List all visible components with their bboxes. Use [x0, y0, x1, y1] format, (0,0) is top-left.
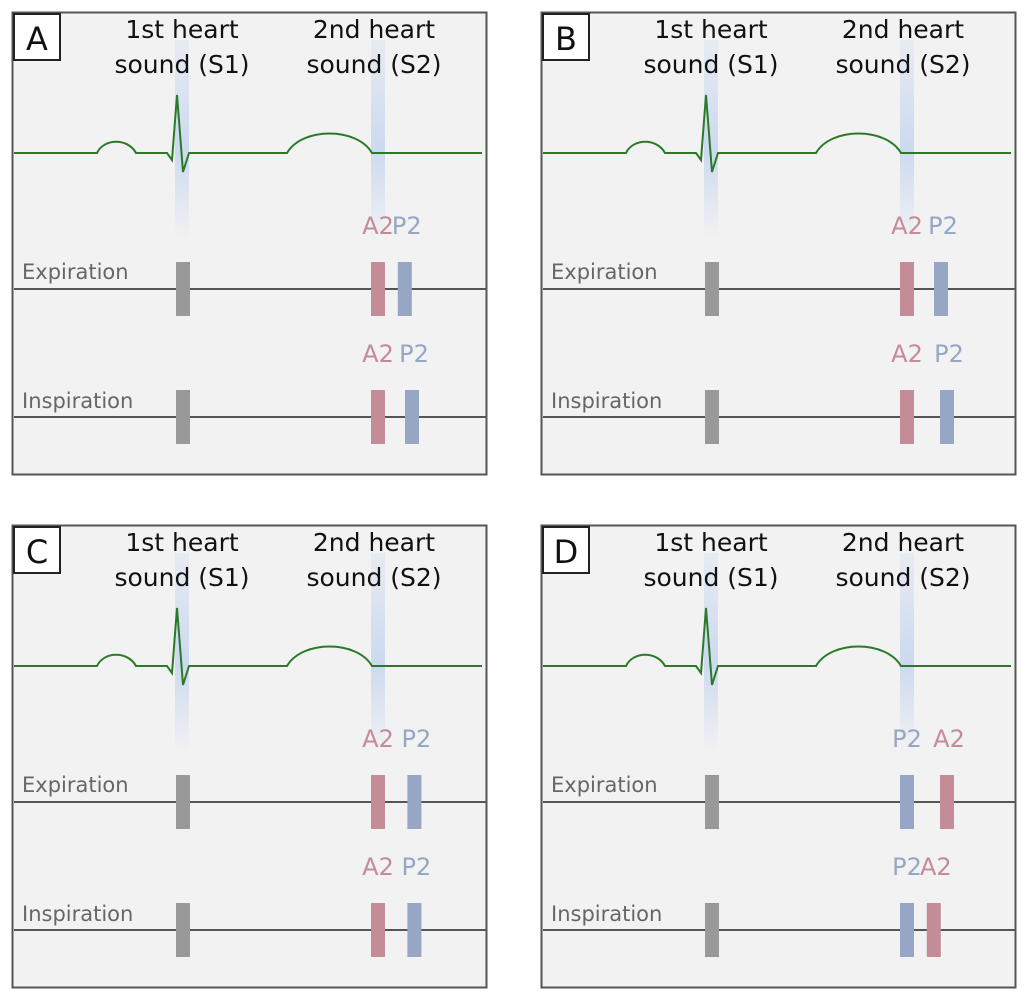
inspiration-p2-bar	[900, 903, 914, 957]
panel-letter-box	[13, 526, 61, 574]
s2-label-line1: 2nd heart	[313, 528, 435, 557]
inspiration-s1-bar	[176, 390, 190, 444]
inspiration-label: Inspiration	[22, 389, 133, 413]
panel-a: A 1st heart sound (S1) 2nd heart sound (S2) E…	[11, 11, 488, 476]
expiration-p2-bar	[934, 262, 948, 316]
s1-label-line2: sound (S1)	[114, 50, 249, 79]
s2-highlight-column	[900, 553, 914, 753]
inspiration-s1-bar	[705, 390, 719, 444]
inspiration-s1-bar	[176, 903, 190, 957]
inspiration-s1-bar	[705, 903, 719, 957]
expiration-p2-bar	[397, 262, 412, 316]
s2-label-line2: sound (S2)	[306, 50, 441, 79]
s2-label-line2: sound (S2)	[835, 563, 970, 592]
expiration-a2-label: A2	[933, 725, 965, 753]
s1-label-line1: 1st heart	[125, 528, 239, 557]
expiration-p2-label: P2	[392, 212, 422, 240]
inspiration-p2-label: P2	[934, 340, 964, 368]
expiration-p2-label: P2	[402, 725, 432, 753]
expiration-label: Expiration	[551, 773, 658, 797]
expiration-a2-bar	[371, 262, 385, 316]
panel-letter: C	[26, 533, 48, 571]
s2-highlight-column	[371, 553, 385, 753]
inspiration-p2-bar	[405, 390, 419, 444]
inspiration-p2-bar	[940, 390, 954, 444]
expiration-p2-bar	[407, 775, 422, 829]
expiration-s1-bar	[176, 775, 190, 829]
inspiration-a2-bar	[371, 390, 385, 444]
ecg-trace	[14, 94, 482, 173]
inspiration-p2-label: P2	[402, 853, 432, 881]
panel-b: B 1st heart sound (S1) 2nd heart sound (S2) E…	[540, 11, 1017, 476]
inspiration-p2-label: P2	[399, 340, 429, 368]
s2-label-line2: sound (S2)	[835, 50, 970, 79]
inspiration-label: Inspiration	[22, 902, 133, 926]
expiration-p2-label: P2	[892, 725, 922, 753]
expiration-label: Expiration	[22, 773, 129, 797]
expiration-p2-label: P2	[928, 212, 958, 240]
ecg-trace	[14, 607, 482, 686]
s1-label-line2: sound (S1)	[643, 50, 778, 79]
s1-highlight-column	[175, 553, 189, 753]
expiration-a2-label: A2	[891, 212, 923, 240]
panel-letter: B	[555, 20, 577, 58]
inspiration-label: Inspiration	[551, 902, 662, 926]
s1-label-line1: 1st heart	[125, 15, 239, 44]
panels-container: A 1st heart sound (S1) 2nd heart sound (S2) E…	[11, 11, 1017, 989]
inspiration-p2-bar	[407, 903, 422, 957]
inspiration-label: Inspiration	[551, 389, 662, 413]
s1-label-line2: sound (S1)	[643, 563, 778, 592]
panel-letter: D	[554, 533, 579, 571]
s1-highlight-column	[175, 40, 189, 240]
ecg-trace	[543, 94, 1011, 173]
panel-letter-box	[542, 13, 590, 61]
inspiration-a2-label: A2	[362, 340, 394, 368]
s2-label-line1: 2nd heart	[842, 528, 964, 557]
panel-letter: A	[26, 20, 48, 58]
inspiration-a2-label: A2	[362, 853, 394, 881]
expiration-a2-bar	[940, 775, 954, 829]
expiration-s1-bar	[705, 262, 719, 316]
expiration-p2-bar	[900, 775, 914, 829]
panel-c: C 1st heart sound (S1) 2nd heart sound (S2) E…	[11, 524, 488, 989]
s2-highlight-column	[900, 40, 914, 240]
inspiration-a2-bar	[900, 390, 914, 444]
s1-label-line2: sound (S1)	[114, 563, 249, 592]
expiration-s1-bar	[176, 262, 190, 316]
panel-letter-box	[542, 526, 590, 574]
panel-d: D 1st heart sound (S1) 2nd heart sound (S2) E…	[540, 524, 1017, 989]
s2-label-line2: sound (S2)	[306, 563, 441, 592]
s1-highlight-column	[704, 40, 718, 240]
s1-highlight-column	[704, 553, 718, 753]
inspiration-a2-label: A2	[891, 340, 923, 368]
panel-letter-box	[13, 13, 61, 61]
expiration-a2-bar	[371, 775, 385, 829]
s2-highlight-column	[371, 40, 385, 240]
expiration-s1-bar	[705, 775, 719, 829]
expiration-a2-label: A2	[362, 212, 394, 240]
ecg-trace	[543, 607, 1011, 686]
s1-label-line1: 1st heart	[654, 528, 768, 557]
inspiration-a2-label: A2	[920, 853, 952, 881]
inspiration-p2-label: P2	[892, 853, 922, 881]
s2-label-line1: 2nd heart	[842, 15, 964, 44]
expiration-a2-label: A2	[362, 725, 394, 753]
s1-label-line1: 1st heart	[654, 15, 768, 44]
inspiration-a2-bar	[371, 903, 385, 957]
s2-label-line1: 2nd heart	[313, 15, 435, 44]
expiration-label: Expiration	[551, 260, 658, 284]
panel-frame	[540, 11, 1017, 476]
expiration-a2-bar	[900, 262, 914, 316]
inspiration-a2-bar	[926, 903, 941, 957]
expiration-label: Expiration	[22, 260, 129, 284]
